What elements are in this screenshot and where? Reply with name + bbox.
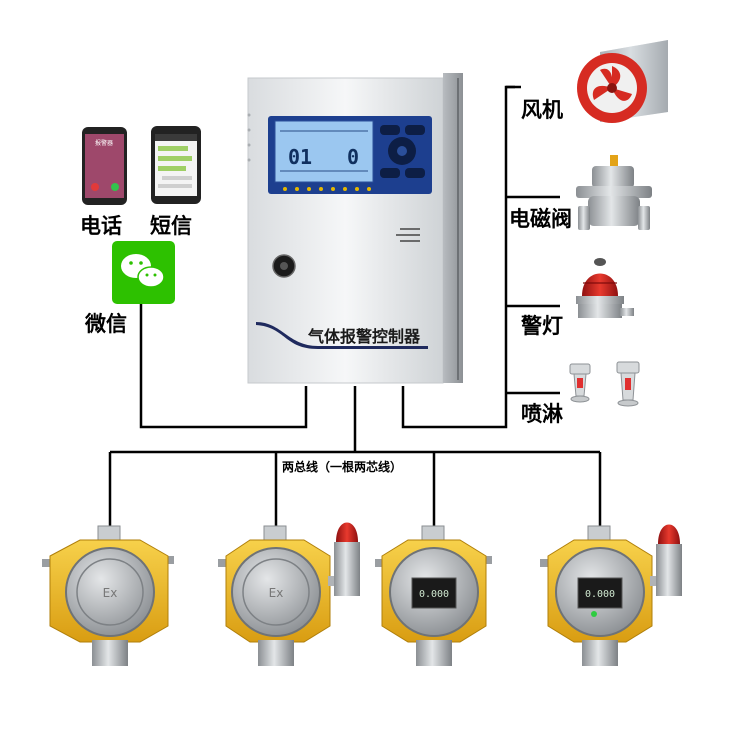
sms-label: 短信 [150, 214, 192, 238]
hangup-icon [91, 183, 99, 191]
bus-label: 两总线（一根两芯线） [282, 460, 403, 474]
beacon-light-2 [336, 522, 358, 542]
wechat-label: 微信 [85, 312, 127, 336]
valve-label: 电磁阀 [509, 207, 572, 231]
alarm-light-device [576, 258, 634, 318]
wechat-icon [112, 241, 175, 304]
lcd-left-value: 01 [288, 145, 312, 169]
gas-alarm-controller: 01 0 气体报警控制器 [247, 73, 463, 384]
controller-title: 气体报警控制器 [307, 327, 421, 346]
detector-readout-4: 0.000 [585, 589, 615, 600]
phone-call-device: 报警器 [82, 127, 127, 205]
phone-label: 电话 [80, 214, 122, 238]
solenoid-valve-device [576, 155, 652, 230]
alarm-light-label: 警灯 [521, 314, 563, 338]
fan-label: 风机 [521, 98, 563, 122]
answer-icon [111, 183, 119, 191]
vent-icon [396, 228, 420, 242]
detector-3: 0.000 [375, 525, 492, 666]
wire-wechat [139, 300, 308, 429]
detector-readout-3: 0.000 [419, 589, 449, 600]
beacon-body-2 [334, 542, 360, 596]
beacon-body-4 [656, 544, 682, 596]
phone-screen-title: 报警器 [95, 139, 113, 147]
detector-2: Ex [218, 522, 360, 666]
sprinkler-label: 喷淋 [521, 402, 563, 426]
status-leds [283, 187, 371, 191]
sprinkler-device-1 [569, 363, 591, 403]
panel-swoosh [256, 322, 428, 349]
phone-sms-device [151, 126, 201, 204]
keypad[interactable] [380, 125, 425, 178]
wiring [108, 85, 602, 532]
svg-text:Ex: Ex [269, 586, 284, 600]
detector-1: Ex [42, 525, 174, 666]
fan-device [577, 40, 668, 123]
sprinkler-device-2 [616, 361, 640, 407]
beacon-light-4 [658, 524, 680, 544]
lcd-right-value: 0 [347, 145, 359, 169]
svg-text:Ex: Ex [103, 586, 118, 600]
detector-4: 0.000 [540, 524, 682, 666]
